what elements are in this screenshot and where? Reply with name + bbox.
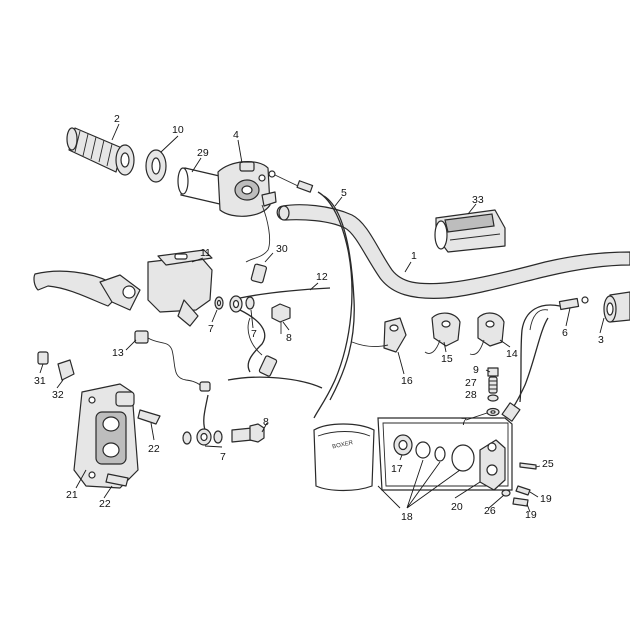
cap-small <box>37 351 49 365</box>
front-brake-hose <box>227 287 331 389</box>
callout-4: 4 <box>233 129 239 141</box>
throttle-sensor-wire <box>245 204 271 284</box>
callout-19b: 19 <box>525 509 537 521</box>
callout-12: 12 <box>316 271 328 283</box>
rebuild-kit-bag: BOXER <box>313 423 375 492</box>
callout-11: 11 <box>200 247 211 259</box>
callout-30: 30 <box>276 243 288 255</box>
callout-17: 17 <box>391 463 403 475</box>
callout-29: 29 <box>197 147 209 159</box>
handlebar <box>276 204 630 299</box>
callout-9: 9 <box>473 364 479 376</box>
caliper-bolt-upper <box>137 409 161 425</box>
banjo-fitting-upper <box>229 295 255 313</box>
rear-hose <box>501 317 549 422</box>
screw-25 <box>519 462 537 470</box>
switch-right <box>469 312 505 355</box>
callout-7b: 7 <box>251 328 257 340</box>
screw-19b <box>512 497 529 507</box>
handlebar-pad <box>434 209 506 253</box>
brake-switch-wire <box>134 317 278 392</box>
callout-7a: 7 <box>208 323 214 335</box>
callout-5: 5 <box>341 187 347 199</box>
callout-26: 26 <box>484 505 496 517</box>
washer-ring <box>145 149 167 183</box>
left-grip <box>66 127 135 176</box>
callout-7c: 7 <box>461 416 467 428</box>
callout-22b: 22 <box>99 498 111 510</box>
callout-3: 3 <box>598 334 604 346</box>
bag-brand-label: BOXER <box>332 440 354 450</box>
callout-8b: 8 <box>263 416 269 428</box>
banjo-bolt-upper <box>271 303 291 334</box>
piston <box>393 434 413 456</box>
callout-22a: 22 <box>148 443 160 455</box>
callout-33: 33 <box>472 194 484 206</box>
washer-26 <box>501 489 511 497</box>
callout-7d: 7 <box>220 451 226 463</box>
seal-3 <box>451 444 475 472</box>
screw-19a <box>515 485 531 496</box>
callout-13: 13 <box>112 347 124 359</box>
banjo-bolt-lower <box>231 423 265 443</box>
callout-20: 20 <box>451 501 463 513</box>
seal-2 <box>434 446 446 462</box>
callout-27: 27 <box>465 377 477 389</box>
callout-28: 28 <box>465 389 477 401</box>
callout-8a: 8 <box>286 332 292 344</box>
callout-19a: 19 <box>540 493 552 505</box>
callout-14: 14 <box>506 348 518 360</box>
switch-middle <box>424 312 461 354</box>
banjo-fitting-lower <box>182 394 223 446</box>
callout-21: 21 <box>66 489 78 501</box>
callout-labels: 1 2 3 4 5 6 7 7 7 7 8 8 9 10 11 12 13 14… <box>34 113 604 523</box>
washer-small <box>214 296 224 310</box>
callout-16: 16 <box>401 375 413 387</box>
front-brake-master-cylinder <box>33 249 213 327</box>
callout-18: 18 <box>401 511 413 523</box>
callout-10: 10 <box>172 124 184 136</box>
rear-master-body <box>479 439 506 491</box>
leader-lines <box>39 123 605 513</box>
right-washer <box>486 407 500 417</box>
callout-25: 25 <box>542 458 554 470</box>
cap-medium <box>57 359 75 381</box>
bleeder-washer <box>487 394 499 402</box>
seal-1 <box>415 441 431 459</box>
throttle-cable <box>268 170 355 419</box>
bleeder-screw <box>488 376 498 394</box>
caliper-bolt-lower <box>105 473 129 487</box>
callout-6: 6 <box>562 327 568 339</box>
callout-32: 32 <box>52 389 64 401</box>
callout-1: 1 <box>411 250 417 262</box>
callout-31: 31 <box>34 375 46 387</box>
throttle-housing <box>217 161 277 217</box>
front-brake-caliper <box>73 383 139 489</box>
callout-2: 2 <box>114 113 120 125</box>
bar-end-right <box>603 291 630 323</box>
switch-left <box>351 317 407 353</box>
bleeder-cap <box>487 367 499 377</box>
clutch-cable-end <box>519 296 589 403</box>
callout-15: 15 <box>441 353 453 365</box>
